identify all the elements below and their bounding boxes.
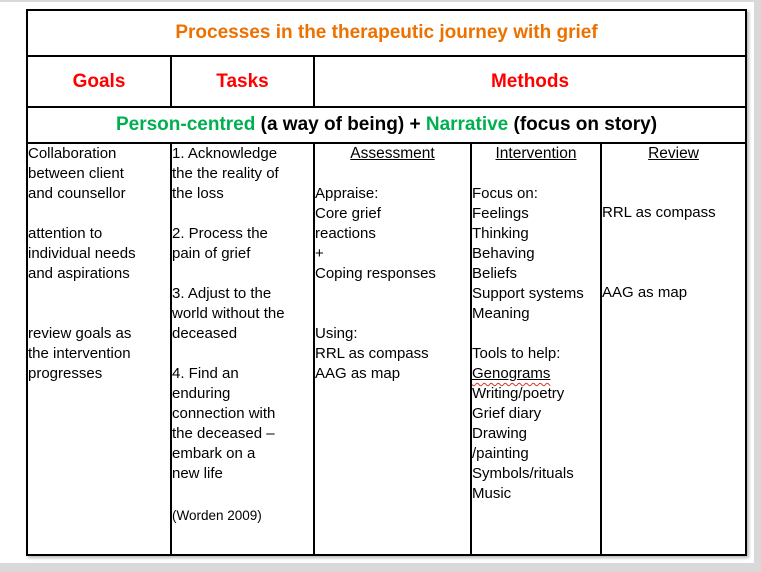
- intervention-tools-text: Writing/poetry Grief diary Drawing /pain…: [472, 385, 574, 502]
- column-header-row: Goals Tasks Methods: [26, 55, 748, 108]
- tasks-cell: 1. Acknowledge the the reality of the lo…: [170, 142, 315, 556]
- tasks-text: 1. Acknowledge the the reality of the lo…: [172, 145, 285, 482]
- assessment-cell: Assessment Appraise: Core grief reaction…: [313, 142, 472, 556]
- approach-row: Person-centred (a way of being) + Narrat…: [25, 106, 748, 144]
- review-item-aag: AAG as map: [602, 284, 688, 301]
- assessment-heading-label: Assessment: [350, 145, 435, 162]
- approach-person-centred-desc: (a way of being) +: [255, 114, 426, 135]
- body-row: Collaboration between client and counsel…: [26, 142, 748, 556]
- goals-cell: Collaboration between client and counsel…: [26, 142, 172, 556]
- page-title: Processes in the therapeutic journey wit…: [25, 9, 748, 57]
- title-row: Processes in the therapeutic journey wit…: [25, 9, 748, 57]
- approach-narrative: Narrative: [425, 114, 509, 135]
- page: Processes in the therapeutic journey wit…: [0, 2, 754, 563]
- review-item-rrl: RRL as compass: [602, 204, 716, 221]
- approach-cell: Person-centred (a way of being) + Narrat…: [25, 106, 748, 144]
- review-cell: Review RRL as compass AAG as map: [599, 142, 748, 556]
- header-methods: Methods: [312, 55, 748, 108]
- goals-text: Collaboration between client and counsel…: [28, 145, 136, 382]
- intervention-cell: Intervention Focus on: Feelings Thinking…: [470, 142, 602, 556]
- genograms-label: Genograms: [472, 365, 551, 382]
- assessment-heading: Assessment: [316, 145, 469, 164]
- review-heading-label: Review: [648, 145, 699, 162]
- header-tasks: Tasks: [170, 55, 315, 108]
- intervention-heading: Intervention: [473, 145, 599, 164]
- review-heading: Review: [603, 145, 744, 164]
- intervention-heading-label: Intervention: [495, 145, 577, 162]
- approach-narrative-desc: (focus on story): [508, 114, 658, 135]
- tasks-citation: (Worden 2009): [172, 508, 262, 523]
- genograms-item: Genograms: [472, 364, 599, 384]
- approach-person-centred: Person-centred: [115, 114, 256, 135]
- header-goals: Goals: [26, 55, 172, 108]
- assessment-text: Appraise: Core grief reactions + Coping …: [315, 185, 436, 382]
- intervention-focus-text: Focus on: Feelings Thinking Behaving Bel…: [472, 185, 584, 362]
- genograms-spellcheck-underline: Genograms: [472, 365, 551, 382]
- grief-process-table: Processes in the therapeutic journey wit…: [25, 9, 748, 556]
